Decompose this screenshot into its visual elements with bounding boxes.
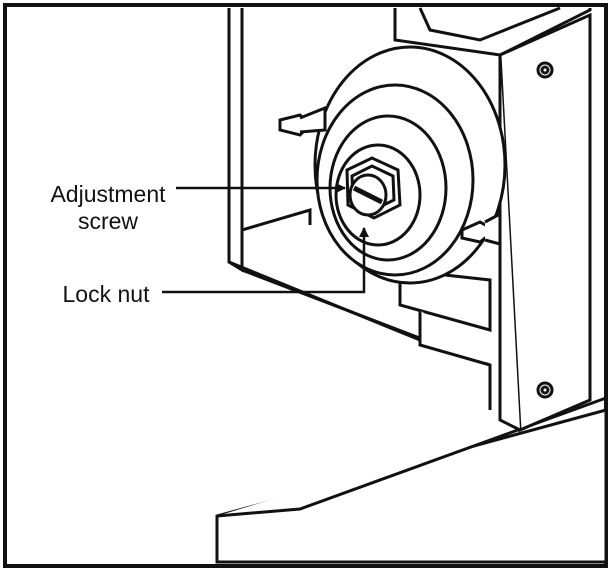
adjustment-screw-label-line2: screw (78, 208, 138, 234)
lower-block (398, 268, 492, 367)
lock-nut-leader (162, 227, 369, 294)
wing-nut-upper (278, 105, 327, 137)
top-housing (393, 6, 592, 57)
adjustment-screw-illustration (348, 173, 388, 217)
base-slab (215, 396, 608, 564)
lock-nut-label: Lock nut (63, 281, 151, 307)
wing-nut-lower (460, 211, 502, 246)
adjustment-screw-label-line1: Adjustment (50, 181, 166, 207)
right-end-block (498, 12, 592, 433)
bearing-housing (313, 45, 507, 285)
left-support-panel (227, 8, 492, 410)
